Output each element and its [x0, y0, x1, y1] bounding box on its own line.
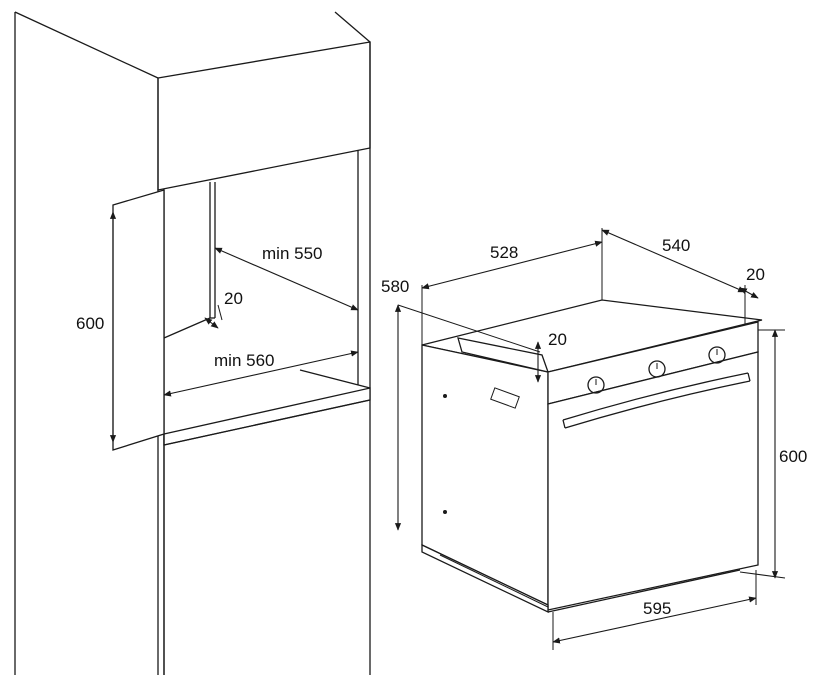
cabinet-drawing [14, 11, 371, 675]
oven-side-depth-label: 540 [662, 236, 690, 255]
knob-left-icon [587, 376, 605, 394]
oven-drawing [421, 299, 763, 614]
knob-right-icon [708, 346, 726, 364]
screw-icon [443, 394, 447, 398]
oven-top-depth-label: 528 [490, 243, 518, 262]
cabinet-width-label: min 560 [214, 351, 274, 370]
oven-front-height-label: 600 [779, 447, 807, 466]
oven-dimensions [394, 228, 786, 650]
cabinet-depth-label: min 550 [262, 244, 322, 263]
oven-front-offset-label: 20 [746, 265, 765, 284]
oven-panel-offset-label: 20 [548, 330, 567, 349]
cabinet-height-label: 600 [76, 314, 104, 333]
oven-body-height-label: 580 [381, 277, 409, 296]
cabinet-gap-label: 20 [224, 289, 243, 308]
knob-middle-icon [648, 360, 666, 378]
oven-front-width-label: 595 [643, 599, 671, 618]
screw-icon [443, 510, 447, 514]
cabinet-dimensions [109, 211, 359, 443]
